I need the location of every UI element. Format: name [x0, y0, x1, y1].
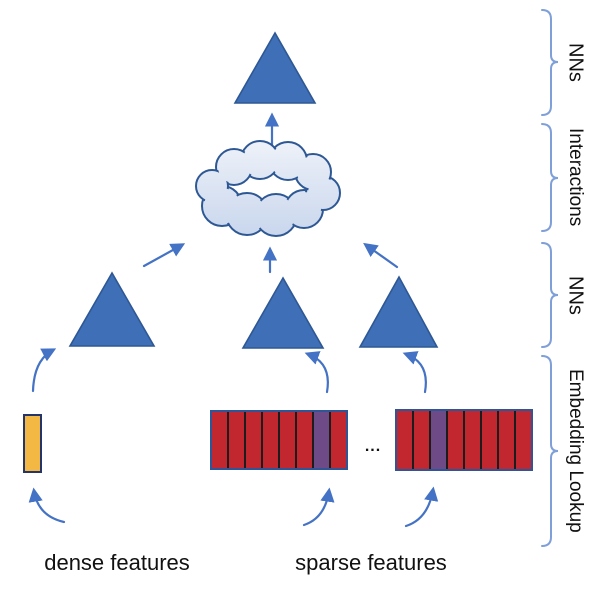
ellipsis: ...	[364, 438, 382, 455]
side-label-embedding-lookup: Embedding Lookup	[565, 369, 586, 533]
embedding-cell	[312, 412, 329, 468]
sparse-features-label: sparse features	[295, 550, 447, 575]
embedding-cell	[463, 411, 480, 469]
bracket-nns-middle	[541, 242, 559, 348]
left-nn-triangle	[68, 271, 156, 347]
embedding-cell	[212, 412, 227, 468]
side-label-nns-top: NNs	[564, 43, 587, 82]
embedding-cell	[497, 411, 514, 469]
embedding-cell	[480, 411, 497, 469]
interactions-cloud	[195, 140, 341, 237]
embedding-cell	[329, 412, 346, 468]
side-label-interactions: Interactions	[565, 128, 586, 227]
right-nn-triangle	[358, 275, 439, 348]
embedding-cell	[429, 411, 446, 469]
embedding-cell	[295, 412, 312, 468]
embedding-cell	[244, 412, 261, 468]
embedding-cell	[446, 411, 463, 469]
output-nn-triangle	[233, 31, 317, 104]
embedding-cell	[514, 411, 531, 469]
dense-input-arrow	[28, 487, 66, 524]
embedding-cell	[397, 411, 412, 469]
dense-to-nn-arrow	[31, 348, 57, 393]
sparse-embedding-vector-2	[395, 409, 533, 471]
embedding-cell	[261, 412, 278, 468]
dense-embedding-vector	[23, 414, 42, 473]
embedding-cell	[412, 411, 429, 469]
embedding-cell	[227, 412, 244, 468]
sparse2-to-nn-arrow	[402, 351, 427, 394]
sparse2-input-arrow	[404, 486, 439, 528]
right-nn-to-cloud-arrow	[363, 242, 399, 269]
sparse1-to-nn-arrow	[304, 351, 329, 394]
bracket-nns-top	[541, 9, 559, 116]
sparse1-input-arrow	[302, 487, 335, 527]
left-nn-to-cloud-arrow	[142, 243, 186, 268]
dense-features-label: dense features	[44, 550, 190, 575]
middle-nn-triangle	[241, 276, 325, 349]
embedding-cell	[278, 412, 295, 468]
sparse-embedding-vector-1	[210, 410, 348, 470]
bracket-embedding-lookup	[541, 355, 559, 547]
bracket-interactions	[541, 123, 559, 232]
side-label-nns-middle: NNs	[564, 275, 587, 315]
